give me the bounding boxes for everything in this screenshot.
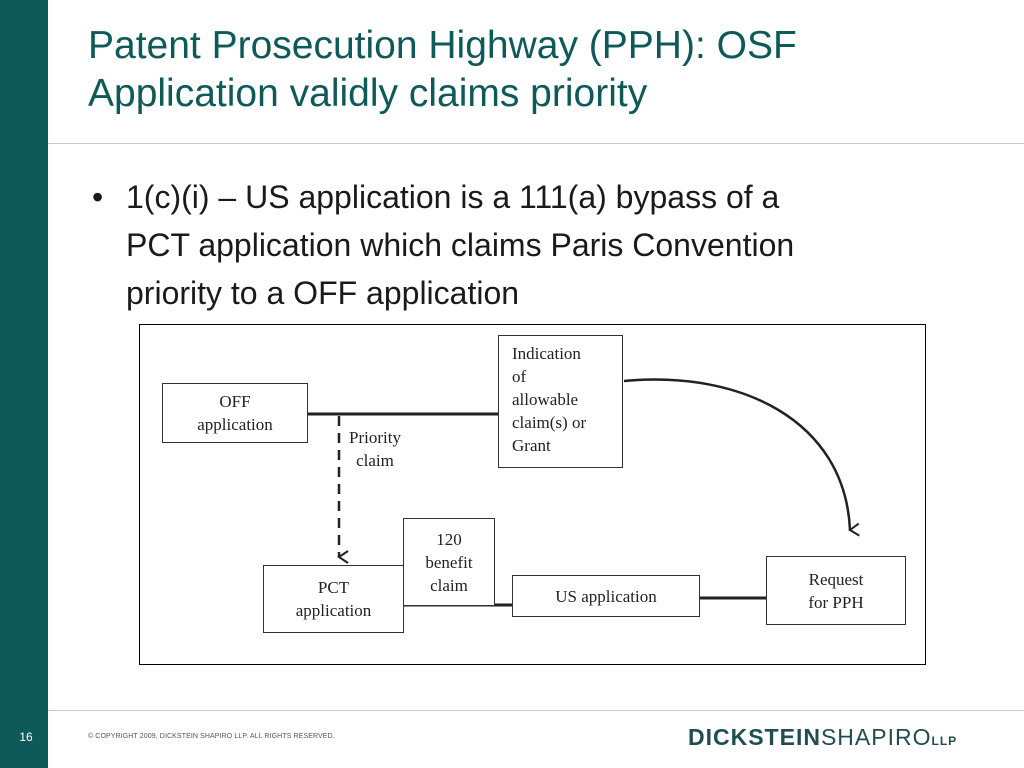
benefit-line-2: benefit	[425, 551, 472, 574]
title-divider	[48, 143, 1024, 144]
benefit-claim-box: 120 benefit claim	[403, 518, 495, 606]
priority-claim-label: Priority claim	[340, 426, 410, 472]
indication-line-1: Indication	[512, 342, 622, 365]
footer-divider	[48, 710, 1024, 711]
indication-line-3: allowable	[512, 388, 622, 411]
slide-title: Patent Prosecution Highway (PPH): OSF Ap…	[88, 22, 988, 118]
off-box-line-2: application	[197, 413, 273, 436]
copyright-notice: © COPYRIGHT 2009, DICKSTEIN SHAPIRO LLP.…	[88, 733, 335, 740]
priority-label-line-2: claim	[340, 449, 410, 472]
logo-part-1: DICKSTEIN	[688, 724, 821, 750]
title-line-2: Application validly claims priority	[88, 70, 988, 118]
indication-of-allowable-claims-box: Indication of allowable claim(s) or Gran…	[498, 335, 623, 468]
page-number: 16	[14, 730, 38, 744]
dickstein-shapiro-logo: DICKSTEINSHAPIROLLP	[688, 724, 957, 751]
bullet-line-1: 1(c)(i) – US application is a 111(a) byp…	[126, 173, 988, 221]
pct-application-box: PCT application	[263, 565, 404, 633]
benefit-line-3: claim	[430, 574, 468, 597]
request-for-pph-box: Request for PPH	[766, 556, 906, 625]
indication-line-5: Grant	[512, 434, 622, 457]
priority-diagram: OFF application Priority claim Indicatio…	[139, 324, 926, 665]
off-box-line-1: OFF	[219, 390, 250, 413]
bullet-line-2: PCT application which claims Paris Conve…	[126, 221, 988, 269]
title-line-1: Patent Prosecution Highway (PPH): OSF	[88, 22, 988, 70]
indication-line-4: claim(s) or	[512, 411, 622, 434]
indication-line-2: of	[512, 365, 622, 388]
benefit-line-1: 120	[436, 528, 462, 551]
pph-box-line-2: for PPH	[808, 591, 863, 614]
bullet-list: • 1(c)(i) – US application is a 111(a) b…	[88, 173, 988, 317]
us-application-box: US application	[512, 575, 700, 617]
logo-part-3: LLP	[931, 734, 957, 748]
bullet-line-3: priority to a OFF application	[126, 269, 988, 317]
logo-part-2: SHAPIRO	[821, 724, 932, 750]
bullet-marker: •	[92, 173, 103, 221]
sidebar-stripe	[0, 0, 48, 768]
pct-box-line-2: application	[296, 599, 372, 622]
off-application-box: OFF application	[162, 383, 308, 443]
priority-label-line-1: Priority	[340, 426, 410, 449]
pph-box-line-1: Request	[809, 568, 864, 591]
us-box-label: US application	[555, 585, 657, 608]
pct-box-line-1: PCT	[318, 576, 349, 599]
grant-to-pph-curved-arrow	[624, 380, 850, 530]
bullet-item: • 1(c)(i) – US application is a 111(a) b…	[88, 173, 988, 317]
